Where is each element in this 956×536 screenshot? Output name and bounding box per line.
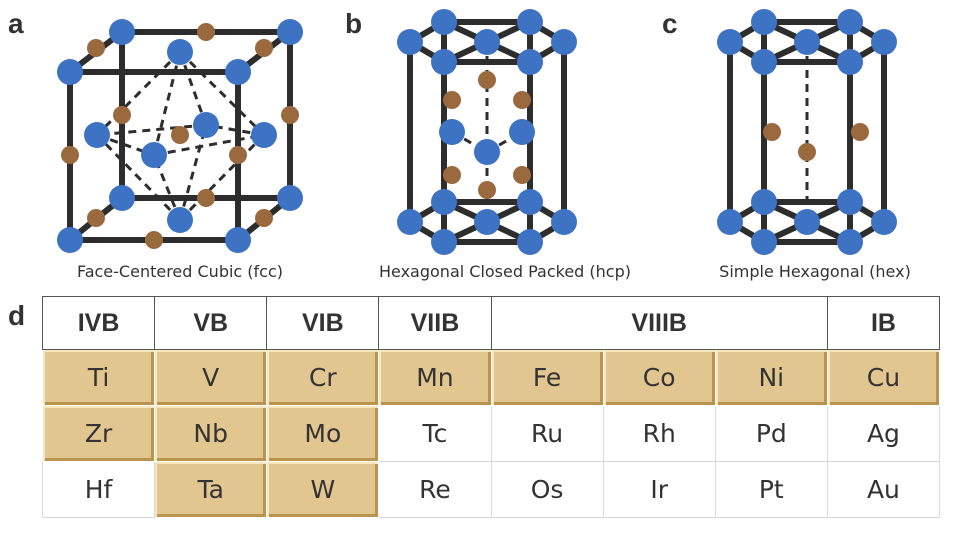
element-cell: Zr	[41, 405, 156, 462]
group-header-vb: VB	[154, 296, 268, 350]
group-header-ib: IB	[826, 296, 941, 350]
element-cell: Ru	[490, 405, 604, 462]
element-cell: Ti	[41, 349, 156, 406]
group-header-viiib: VIIIB	[490, 296, 828, 350]
fcc-interstitial-atoms	[61, 23, 299, 249]
element-cell: Pd	[714, 405, 828, 462]
hex-structure-diagram	[717, 9, 897, 255]
element-cell: Co	[602, 349, 716, 406]
element-cell: V	[154, 349, 268, 406]
hcp-interstitial-atoms	[443, 71, 531, 199]
element-cell: Nb	[154, 405, 268, 462]
element-cell: Fe	[490, 349, 604, 406]
element-cell: Os	[490, 461, 604, 518]
fcc-metal-atoms	[57, 19, 303, 253]
panel-label-c: c	[662, 8, 678, 39]
hcp-caption: Hexagonal Closed Packed (hcp)	[378, 262, 631, 281]
hcp-structure-diagram	[397, 9, 577, 255]
element-cell: Ir	[602, 461, 716, 518]
element-cell: Re	[378, 461, 492, 518]
element-cell: Cr	[266, 349, 380, 406]
panel-label-a: a	[8, 8, 24, 39]
hex-caption: Simple Hexagonal (hex)	[719, 262, 911, 281]
element-cell: Pt	[714, 461, 828, 518]
element-cell: W	[266, 461, 380, 518]
element-cell: Ta	[154, 461, 268, 518]
element-cell: Mo	[266, 405, 380, 462]
group-header-viib: VIIB	[378, 296, 492, 350]
element-cell: Tc	[378, 405, 492, 462]
fcc-structure-diagram	[57, 19, 303, 253]
element-cell: Au	[826, 461, 941, 518]
group-header-ivb: IVB	[41, 296, 156, 350]
table-header-row: IVB VB VIB VIIB VIIIB IB	[41, 296, 941, 350]
element-cell: Ni	[714, 349, 828, 406]
panel-label-d: d	[8, 300, 26, 331]
element-cell: Ag	[826, 405, 941, 462]
element-cell: Cu	[826, 349, 941, 406]
panel-label-b: b	[345, 8, 363, 39]
fcc-caption: Face-Centered Cubic (fcc)	[76, 262, 284, 281]
hcp-metal-atoms	[397, 9, 577, 255]
element-cell: Hf	[41, 461, 156, 518]
element-cell: Rh	[602, 405, 716, 462]
group-header-vib: VIB	[266, 296, 380, 350]
hex-metal-atoms	[717, 9, 897, 255]
element-cell: Mn	[378, 349, 492, 406]
hex-interstitial-atoms	[763, 123, 869, 161]
